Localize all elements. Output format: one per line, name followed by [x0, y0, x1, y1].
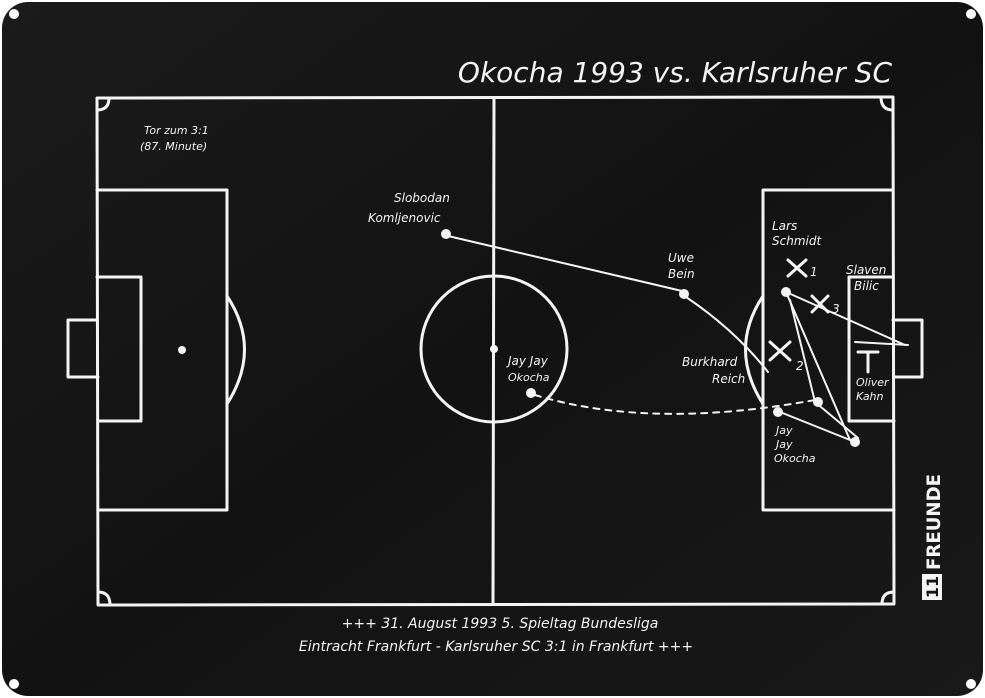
- marker-komljenovic: [441, 229, 451, 239]
- corner-arc-bottom-right: [880, 590, 896, 606]
- player-labels: Slobodan Komljenovic Uwe Bein Jay Jay Ok…: [368, 191, 890, 465]
- left-penalty-spot: [178, 346, 186, 354]
- okocha-dribble-3: [789, 299, 816, 403]
- defender-crosses: [768, 258, 830, 362]
- label-schmidt-line2: Schmidt: [772, 234, 822, 248]
- mounting-hole-bottom-right: [966, 679, 976, 689]
- title: Okocha 1993 vs. Karlsruher SC: [458, 56, 893, 89]
- footer-line1: +++ 31. August 1993 5. Spieltag Bundesli…: [342, 616, 659, 632]
- pitch: [66, 95, 924, 607]
- left-goal: [66, 318, 100, 379]
- brand-number: 11: [923, 576, 942, 598]
- okocha-dribble-2: [785, 291, 906, 346]
- label-komljenovic-line1: Slobodan: [394, 191, 450, 205]
- defender-cross-1: [786, 258, 808, 278]
- left-penalty-area: [95, 188, 229, 512]
- run-okocha-dashed: [534, 394, 816, 415]
- defender-number-2: 2: [796, 359, 804, 373]
- pass-komljenovic-to-bein: [447, 235, 683, 292]
- marker-okocha-box-3: [773, 407, 783, 417]
- marker-okocha-box-1: [781, 287, 791, 297]
- corner-arc-top-right: [879, 95, 895, 112]
- right-penalty-arc: [744, 294, 765, 406]
- right-goal-area: [847, 275, 896, 423]
- defender-number-1: 1: [810, 265, 818, 279]
- right-penalty-area: [761, 188, 896, 512]
- label-bein-line2: Bein: [668, 267, 695, 281]
- footer-line2: Eintracht Frankfurt - Karlsruher SC 3:1 …: [299, 639, 693, 655]
- okocha-dribble-1: [785, 291, 851, 441]
- label-reich-line1: Burkhard: [682, 355, 738, 369]
- mounting-hole-top-right: [966, 9, 976, 19]
- label-okocha-box-line2: Jay: [774, 438, 793, 451]
- marker-okocha-box-2: [813, 397, 823, 407]
- corner-arc-bottom-left: [96, 590, 112, 607]
- marker-okocha-center: [526, 388, 536, 398]
- mounting-hole-top-left: [9, 9, 19, 19]
- shot-into-goal: [854, 341, 909, 346]
- pass-bein-to-box: [685, 296, 769, 373]
- brand-number-box: [922, 574, 942, 600]
- player-markers: [441, 229, 860, 447]
- centre-circle: [419, 274, 569, 424]
- okocha-dribble-4: [779, 411, 851, 441]
- left-penalty-arc: [225, 294, 246, 406]
- pitch-outline: [95, 95, 896, 607]
- label-reich-line2: Reich: [712, 372, 745, 386]
- label-bilic-line2: Bilic: [854, 279, 879, 293]
- goal-note-line1: Tor zum 3:1: [144, 124, 209, 137]
- label-okocha-box-line1: Jay: [774, 424, 793, 437]
- label-schmidt-line1: Lars: [772, 219, 797, 233]
- corner-arc-top-left: [95, 96, 111, 112]
- brand-logo: 11 FREUNDE: [922, 474, 945, 600]
- label-okocha-box-line3: Okocha: [774, 452, 816, 465]
- defender-cross-2: [768, 340, 792, 362]
- left-goal-area: [95, 275, 143, 423]
- label-bein-line1: Uwe: [668, 251, 694, 265]
- marker-okocha-box-4: [850, 437, 860, 447]
- goal-note: Tor zum 3:1 (87. Minute): [140, 124, 209, 153]
- defender-number-3: 3: [832, 302, 840, 316]
- label-bilic-line1: Slaven: [846, 263, 886, 277]
- centre-spot: [490, 345, 498, 353]
- label-kahn-line1: Oliver: [856, 376, 890, 389]
- brand-name: FREUNDE: [923, 474, 945, 570]
- mounting-hole-bottom-left: [9, 679, 19, 689]
- label-okocha-center-line1: Jay Jay: [506, 354, 549, 368]
- marker-bein: [679, 289, 689, 299]
- defender-cross-3: [810, 294, 830, 314]
- okocha-dribble-5: [814, 401, 859, 439]
- label-komljenovic-line2: Komljenovic: [368, 211, 441, 225]
- goal-note-line2: (87. Minute): [140, 140, 207, 153]
- label-kahn-line2: Kahn: [856, 390, 884, 403]
- goalkeeper-symbol: [856, 350, 880, 374]
- right-goal: [891, 318, 924, 379]
- label-okocha-center-line2: Okocha: [508, 371, 550, 384]
- play-lines: [447, 235, 909, 441]
